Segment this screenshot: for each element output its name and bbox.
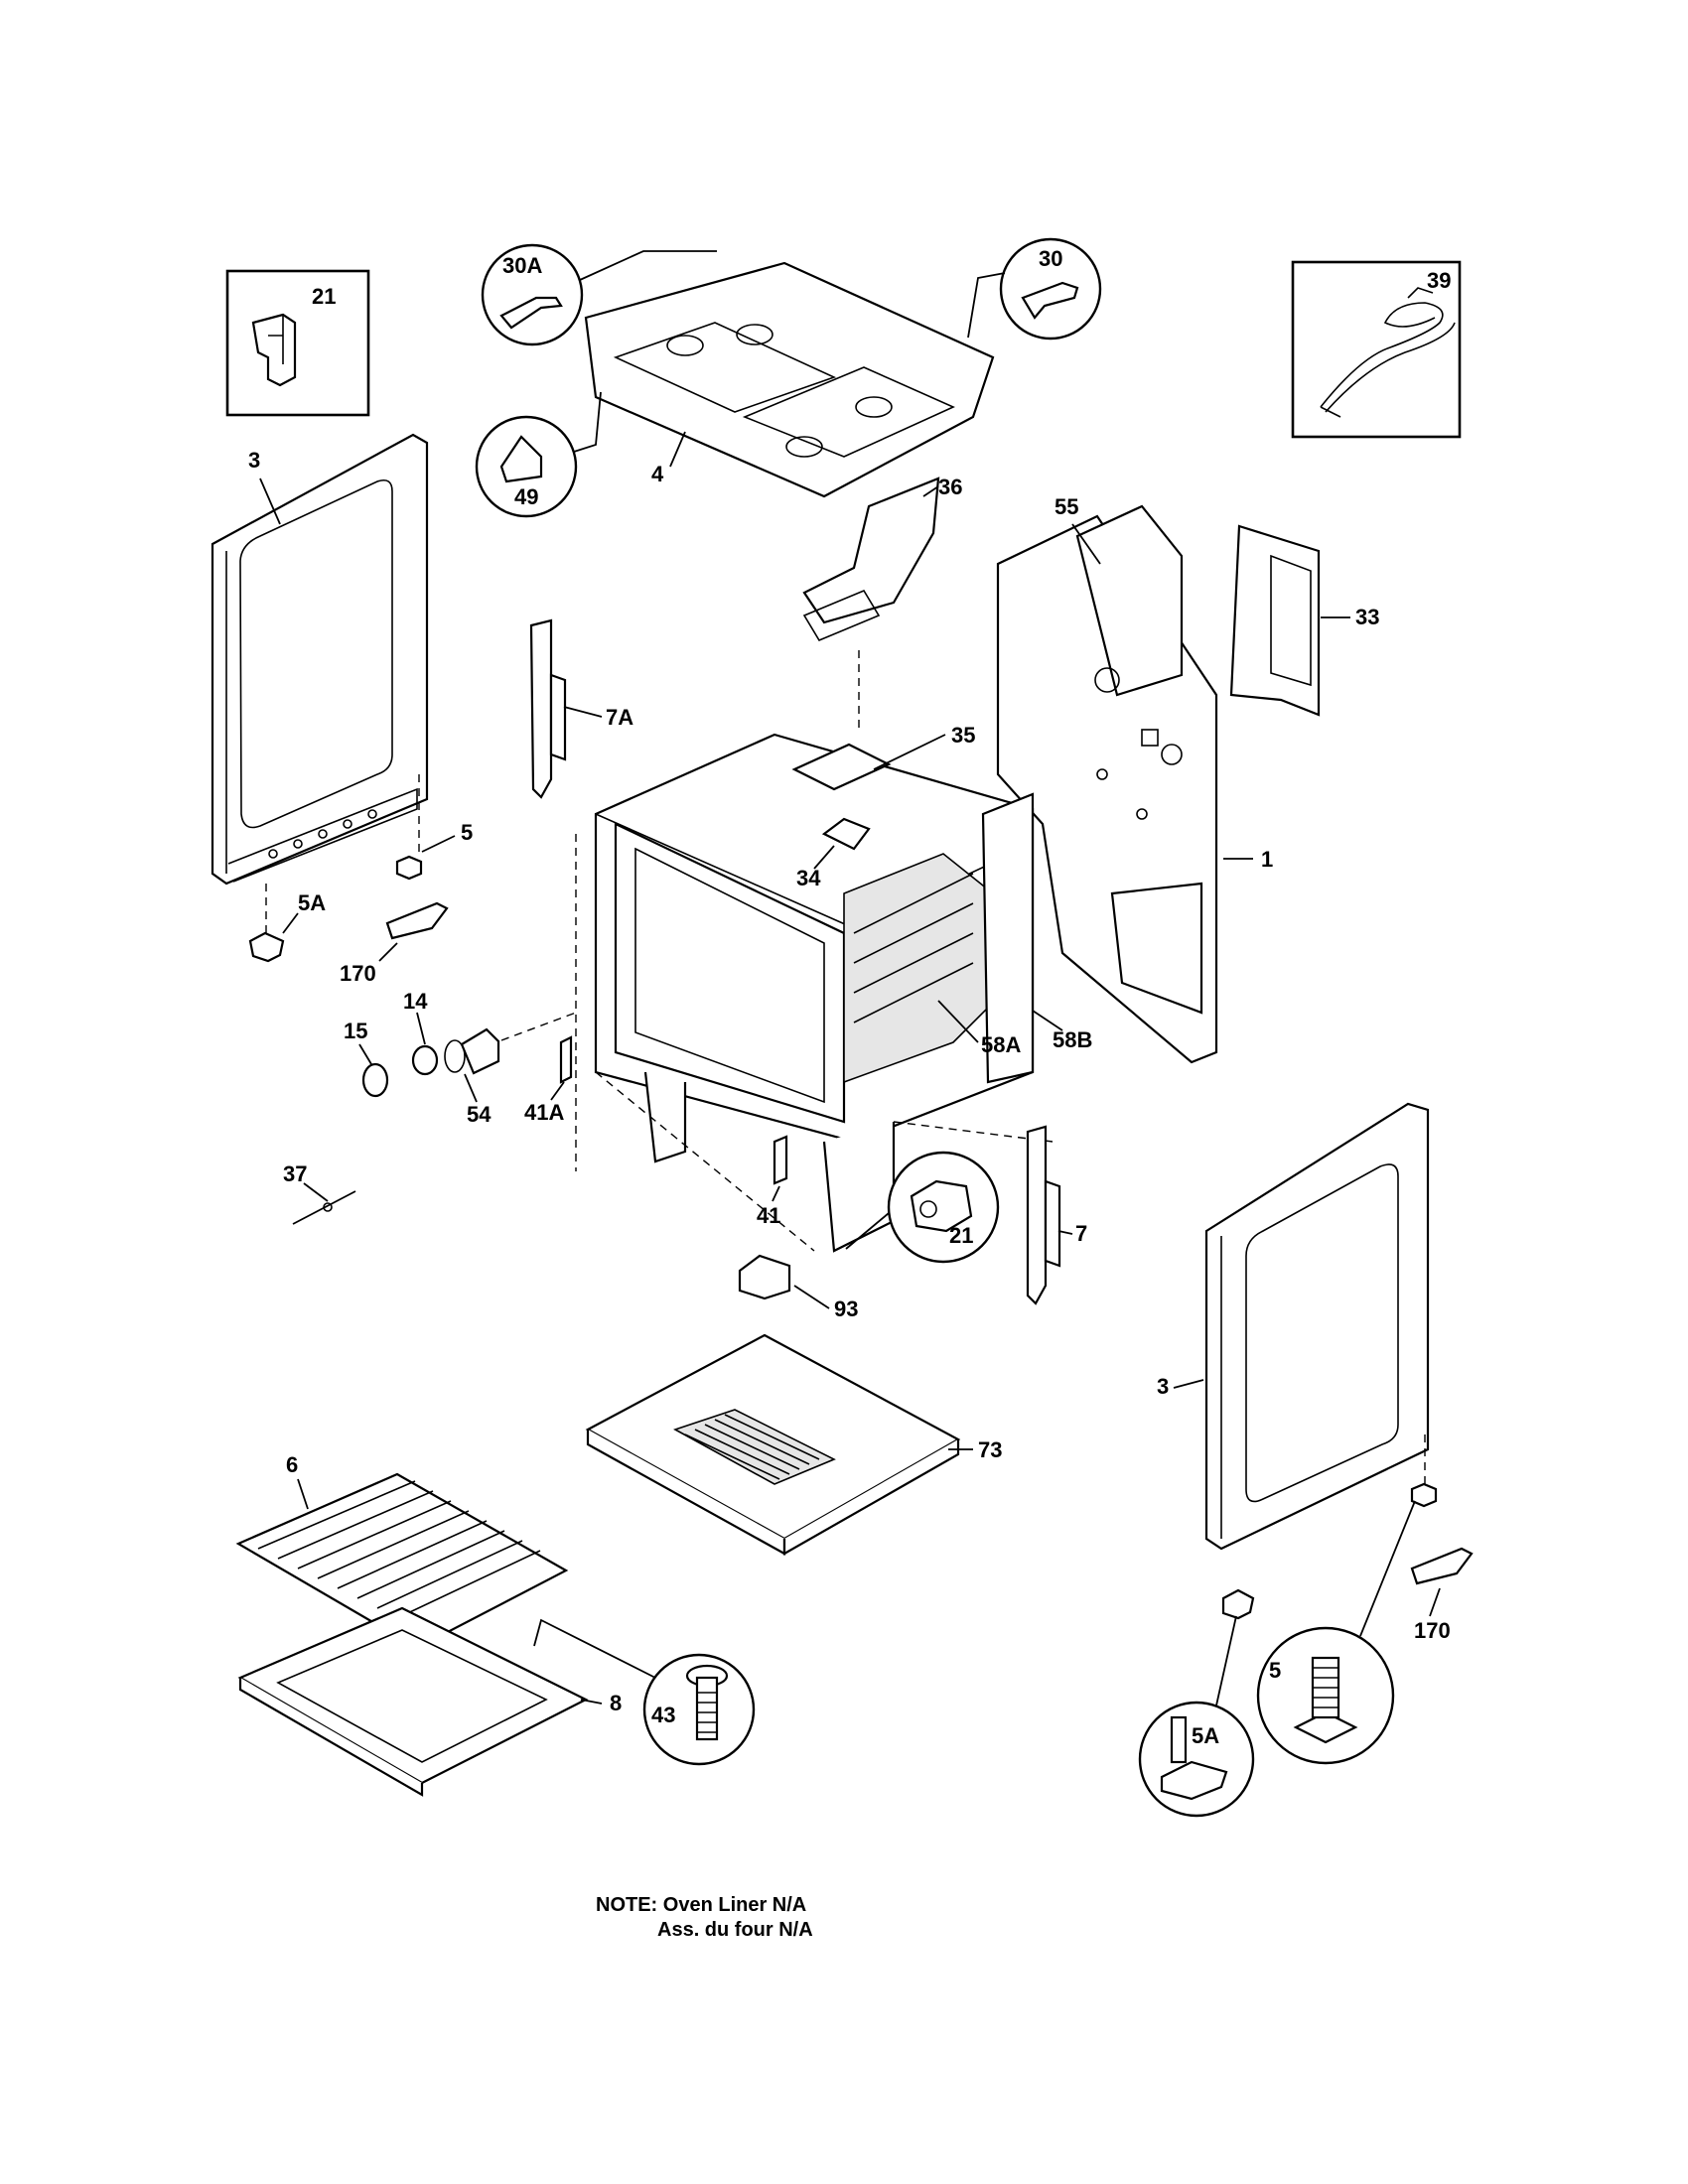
part-39-box-callout: 39 (1291, 260, 1462, 439)
label-55: 55 (1055, 494, 1078, 519)
part-30-callout: 30 (967, 237, 1102, 341)
label-7A: 7A (606, 705, 633, 730)
label-8: 8 (610, 1691, 622, 1715)
part-34-clip: 34 (796, 817, 871, 890)
label-34: 34 (796, 866, 821, 890)
back-panel: 55 1 (996, 494, 1273, 1064)
part-37-sensor: 37 (283, 1161, 356, 1225)
label-1: 1 (1261, 847, 1273, 872)
label-5A-right: 5A (1192, 1723, 1219, 1748)
label-15: 15 (344, 1019, 367, 1043)
label-4: 4 (651, 462, 664, 486)
bottom-panel-73: 73 (585, 1333, 1002, 1556)
label-3-left: 3 (248, 448, 260, 473)
label-36: 36 (938, 475, 962, 499)
part-93-cap: 93 (738, 1254, 858, 1321)
label-73: 73 (978, 1437, 1002, 1462)
label-58B: 58B (1053, 1027, 1092, 1052)
label-41: 41 (757, 1203, 780, 1228)
hinge-7: 7 (1026, 1125, 1087, 1305)
oven-lamp-parts: 14 15 54 (344, 989, 577, 1127)
label-35: 35 (951, 723, 975, 748)
label-14: 14 (403, 989, 428, 1014)
label-37: 37 (283, 1161, 307, 1186)
oven-vent-36: 36 (802, 475, 962, 730)
label-30: 30 (1039, 246, 1062, 271)
label-5A-left: 5A (298, 890, 326, 915)
part-21-box-callout: 21 (225, 269, 370, 417)
note-line-2: Ass. du four N/A (657, 1919, 813, 1941)
part-21-circle-callout: 21 (845, 1151, 1000, 1264)
part-5-right-callout: 5 (1256, 1500, 1416, 1765)
oven-rack-6: 6 (235, 1452, 569, 1650)
part-33-shield: 33 (1229, 524, 1379, 717)
label-7: 7 (1075, 1221, 1087, 1246)
note-line-1: NOTE: Oven Liner N/A (596, 1894, 806, 1916)
right-oven-door: 3 (1157, 1102, 1430, 1551)
insulation-labels: 58A 58B (937, 1000, 1092, 1057)
parts-41: 41A 41 (524, 1035, 788, 1228)
label-170-right: 170 (1414, 1618, 1451, 1643)
label-21-circle: 21 (949, 1223, 973, 1248)
part-5A-right-callout: 5A (1138, 1615, 1255, 1818)
label-30A: 30A (502, 253, 542, 278)
label-54: 54 (467, 1102, 492, 1127)
broiler-pan-8: 8 (237, 1606, 622, 1797)
hinge-7A: 7A (529, 618, 633, 799)
part-49-callout: 49 (475, 391, 602, 518)
label-170-left: 170 (340, 961, 376, 986)
cooktop-frame: 4 (584, 261, 995, 498)
right-door-hardware: 170 (1221, 1434, 1474, 1643)
label-39: 39 (1427, 268, 1451, 293)
label-5-left: 5 (461, 820, 473, 845)
part-35-bracket: 35 (791, 723, 975, 791)
part-43-screw-callout: 43 (533, 1618, 756, 1766)
left-door-hardware: 5 5A 170 (248, 774, 473, 986)
label-33: 33 (1355, 605, 1379, 629)
left-oven-door: 3 (211, 433, 429, 886)
part-30A-callout: 30A (481, 243, 717, 346)
label-21-box: 21 (312, 284, 336, 309)
label-43: 43 (651, 1703, 675, 1727)
label-93: 93 (834, 1297, 858, 1321)
oven-cavity-body (575, 733, 1054, 1253)
note-block: NOTE: Oven Liner N/A Ass. du four N/A (596, 1894, 813, 1941)
label-49: 49 (514, 484, 538, 509)
label-58A: 58A (981, 1032, 1021, 1057)
label-6: 6 (286, 1452, 298, 1477)
label-5-right: 5 (1269, 1658, 1281, 1683)
label-3-right: 3 (1157, 1374, 1169, 1399)
label-41A: 41A (524, 1100, 564, 1125)
